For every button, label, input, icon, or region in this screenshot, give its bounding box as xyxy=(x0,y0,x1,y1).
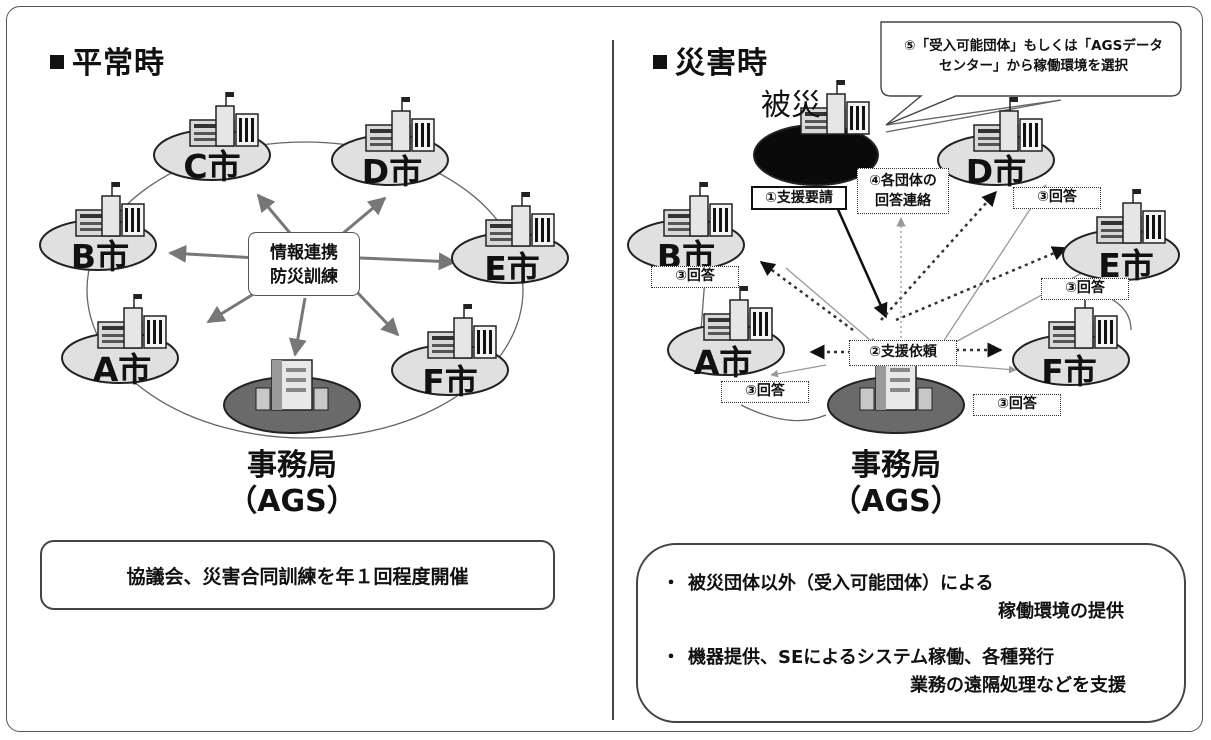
affected-label: 被災 xyxy=(761,88,821,123)
note-1-line-1: 被災団体以外（受入可能団体）による xyxy=(688,573,994,594)
city-a-node: A市 xyxy=(667,285,785,382)
affected-city-node xyxy=(753,79,879,186)
step1-support-request: ①支援要請 xyxy=(751,186,847,210)
city-d-node: D市 xyxy=(937,96,1055,191)
step5-callout: ⑤「受入可能団体」もしくは「AGSデータ センター」から稼働環境を選択 xyxy=(904,38,1163,74)
normal-time-panel: 平常時 C市 D市 B市 xyxy=(0,0,600,740)
svg-text:D市: D市 xyxy=(966,152,1026,191)
info-sharing-box: 情報連携 防災訓練 xyxy=(248,232,360,296)
normal-network-diagram: C市 D市 B市 E市 A市 F市 xyxy=(39,91,569,439)
answer-tag-b: ③回答 xyxy=(651,266,739,288)
city-e-node: E市 xyxy=(451,191,569,288)
disaster-time-note: ・ 被災団体以外（受入可能団体）による 稼働環境の提供 ・ 機器提供、SEによる… xyxy=(636,543,1186,723)
hq-node xyxy=(827,359,965,434)
hq-label: 事務局 （AGS） xyxy=(831,448,961,519)
city-b-node: B市 xyxy=(627,181,745,276)
note-bullet-1: ・ xyxy=(662,573,680,594)
svg-text:E市: E市 xyxy=(484,249,540,288)
answer-tag-a: ③回答 xyxy=(721,381,809,403)
hq-label: 事務局 （AGS） xyxy=(227,448,357,519)
disaster-time-heading: 災害時 xyxy=(653,38,768,82)
svg-text:F市: F市 xyxy=(1041,352,1097,391)
city-c-node: C市 xyxy=(153,91,271,186)
normal-time-note: 協議会、災害合同訓練を年１回程度開催 xyxy=(40,540,555,610)
svg-text:F市: F市 xyxy=(422,362,478,401)
note-1-line-2: 稼働環境の提供 xyxy=(998,601,1124,622)
city-d-node: D市 xyxy=(331,96,449,191)
note-2-line-1: 機器提供、SEによるシステム稼働、各種発行 xyxy=(688,647,1055,668)
svg-text:C市: C市 xyxy=(183,147,240,186)
city-f-node: F市 xyxy=(391,303,509,401)
note-bullet-2: ・ xyxy=(662,647,680,668)
svg-text:A市: A市 xyxy=(694,343,753,382)
svg-text:B市: B市 xyxy=(71,237,129,276)
answer-tag-f: ③回答 xyxy=(973,394,1061,416)
disaster-time-panel: 災害時 D市 xyxy=(611,0,1211,740)
normal-time-heading: 平常時 xyxy=(50,38,165,82)
answer-tag-d: ③回答 xyxy=(1013,187,1101,209)
disaster-network-diagram: D市 B市 E市 A市 F市 xyxy=(627,21,1182,434)
step2-support-request-to-members: ②支援依頼 xyxy=(849,340,957,366)
city-b-node: B市 xyxy=(39,181,157,276)
step4-reply-notice: ④各団体の 回答連絡 xyxy=(857,168,949,214)
city-f-node: F市 xyxy=(1012,293,1130,391)
svg-text:D市: D市 xyxy=(362,152,422,191)
city-a-node: A市 xyxy=(61,293,179,389)
panel-divider xyxy=(612,40,614,720)
note-2-line-2: 業務の遠隔処理などを支援 xyxy=(910,675,1126,696)
answer-tag-e: ③回答 xyxy=(1041,278,1129,300)
outer-frame xyxy=(6,6,1203,732)
hq-node xyxy=(223,359,361,434)
svg-text:A市: A市 xyxy=(93,350,152,389)
